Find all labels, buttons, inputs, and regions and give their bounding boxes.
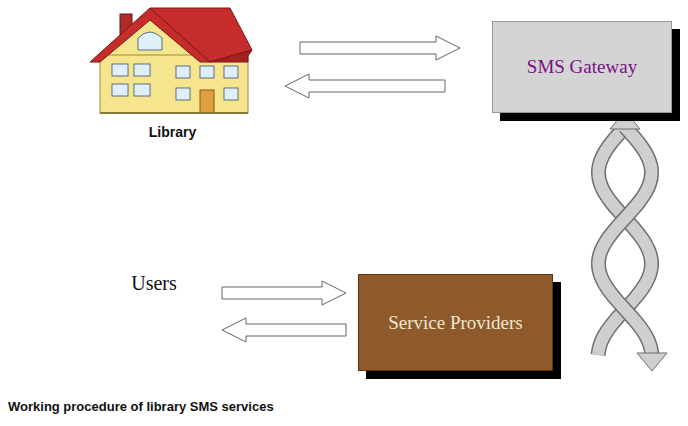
arrow-shape: [222, 318, 346, 342]
node-label: Library: [149, 124, 196, 140]
node-label: SMS Gateway: [527, 56, 637, 78]
arrow-shape: [300, 36, 460, 60]
node-label: Users: [131, 272, 177, 295]
block-arrow: [285, 74, 445, 98]
strand-fill: [598, 127, 652, 355]
provider-box: Service Providers: [358, 274, 553, 371]
twisted-arrow: [598, 111, 667, 371]
arrow-head: [637, 353, 667, 371]
block-arrow: [222, 318, 346, 342]
arrow-shape: [285, 74, 445, 98]
strand-fill: [598, 127, 652, 355]
block-arrow: [300, 36, 460, 60]
users-node: Users: [118, 266, 190, 300]
block-arrow: [222, 281, 346, 305]
node-label: Service Providers: [388, 312, 523, 334]
gateway-box: SMS Gateway: [492, 21, 672, 113]
arrow-head: [610, 111, 640, 129]
library-node: Library: [85, 10, 260, 140]
strand-outline: [598, 127, 652, 355]
house-icon: [90, 8, 252, 113]
strand-outline: [598, 127, 652, 355]
figure-caption: Working procedure of library SMS service…: [8, 399, 274, 414]
arrow-shape: [222, 281, 346, 305]
